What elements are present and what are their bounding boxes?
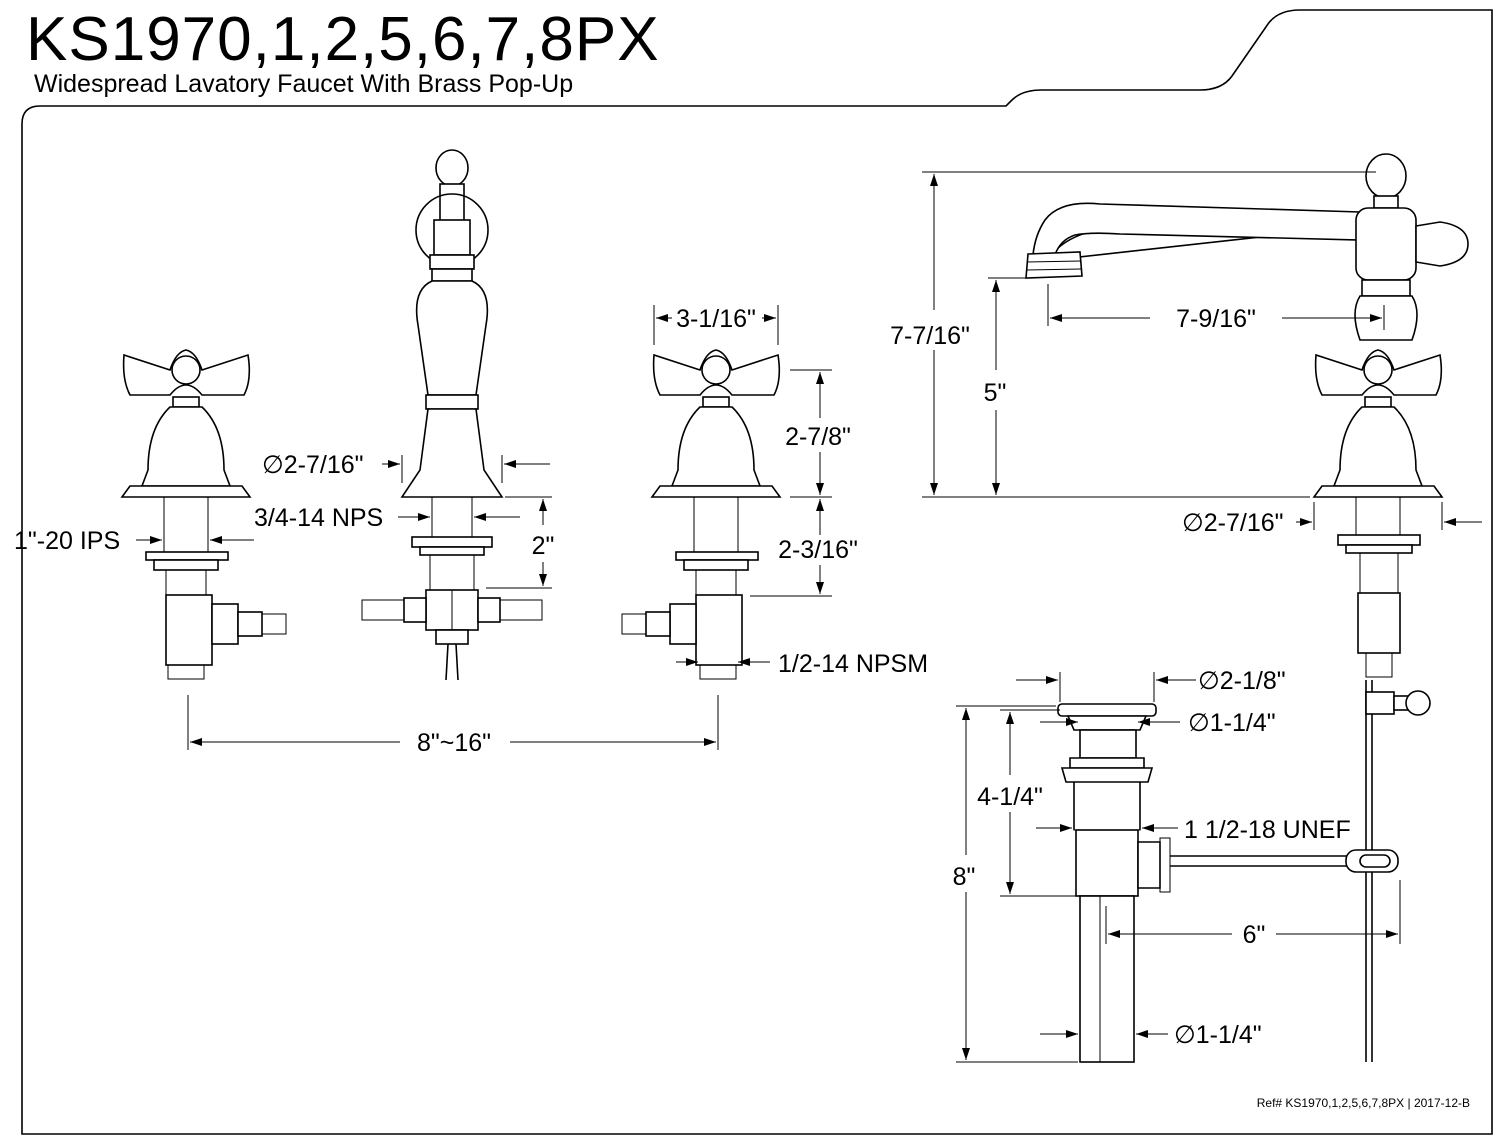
handle-width-label: 3-1/16"	[676, 305, 756, 333]
handle-thread-label: 1"-20 IPS	[14, 527, 120, 555]
outlet-thread-label: 1/2-14 NPSM	[778, 650, 928, 678]
drain-overall-length-label: 8"	[953, 863, 976, 891]
left-cross-handle-valve	[120, 349, 287, 680]
side-view-faucet	[1025, 153, 1469, 1062]
rod-length-label: 6"	[1243, 921, 1266, 949]
drain-dimensions: ∅2-1/8" ∅1-1/4" 4-1/4" 1 1/2-18 UNEF 8" …	[953, 667, 1401, 1063]
stopper-diameter-label: ∅1-1/4"	[1188, 709, 1276, 737]
body-thread-label: 1 1/2-18 UNEF	[1184, 816, 1351, 844]
front-dimensions: 3-1/16" 2-7/8" 2-3/16" ∅2-7/16" 3/4-14 N…	[14, 305, 928, 757]
center-spout-assembly	[361, 149, 543, 681]
pop-up-drain-assembly	[1057, 703, 1399, 1063]
page-frame	[21, 9, 1493, 1135]
product-description: Widespread Lavatory Faucet With Brass Po…	[34, 70, 573, 98]
right-cross-handle-valve	[621, 349, 782, 680]
shank-length-label: 2-3/16"	[778, 536, 858, 564]
spout-shank-length-label: 2"	[532, 532, 555, 560]
side-base-diameter-label: ∅2-7/16"	[1182, 509, 1284, 537]
spout-thread-label: 3/4-14 NPS	[254, 504, 383, 532]
reference-note: Ref# KS1970,1,2,5,6,7,8PX | 2017-12-B	[1257, 1096, 1470, 1110]
flange-diameter-label: ∅2-1/8"	[1198, 667, 1286, 695]
spout-reach-label: 7-9/16"	[1176, 305, 1256, 333]
tailpiece-diameter-label: ∅1-1/4"	[1174, 1021, 1262, 1049]
overall-height-label: 7-7/16"	[890, 322, 970, 350]
handle-height-label: 2-7/8"	[785, 423, 851, 451]
center-spread-label: 8"~16"	[417, 729, 491, 757]
spout-clearance-label: 5"	[984, 379, 1007, 407]
spout-base-diameter-label: ∅2-7/16"	[262, 451, 364, 479]
body-length-label: 4-1/4"	[977, 783, 1043, 811]
model-number: KS1970,1,2,5,6,7,8PX	[26, 5, 660, 74]
header: KS1970,1,2,5,6,7,8PX Widespread Lavatory…	[26, 5, 660, 98]
side-dimensions: 7-7/16" 5" 7-9/16" ∅2-7/16"	[890, 171, 1482, 537]
